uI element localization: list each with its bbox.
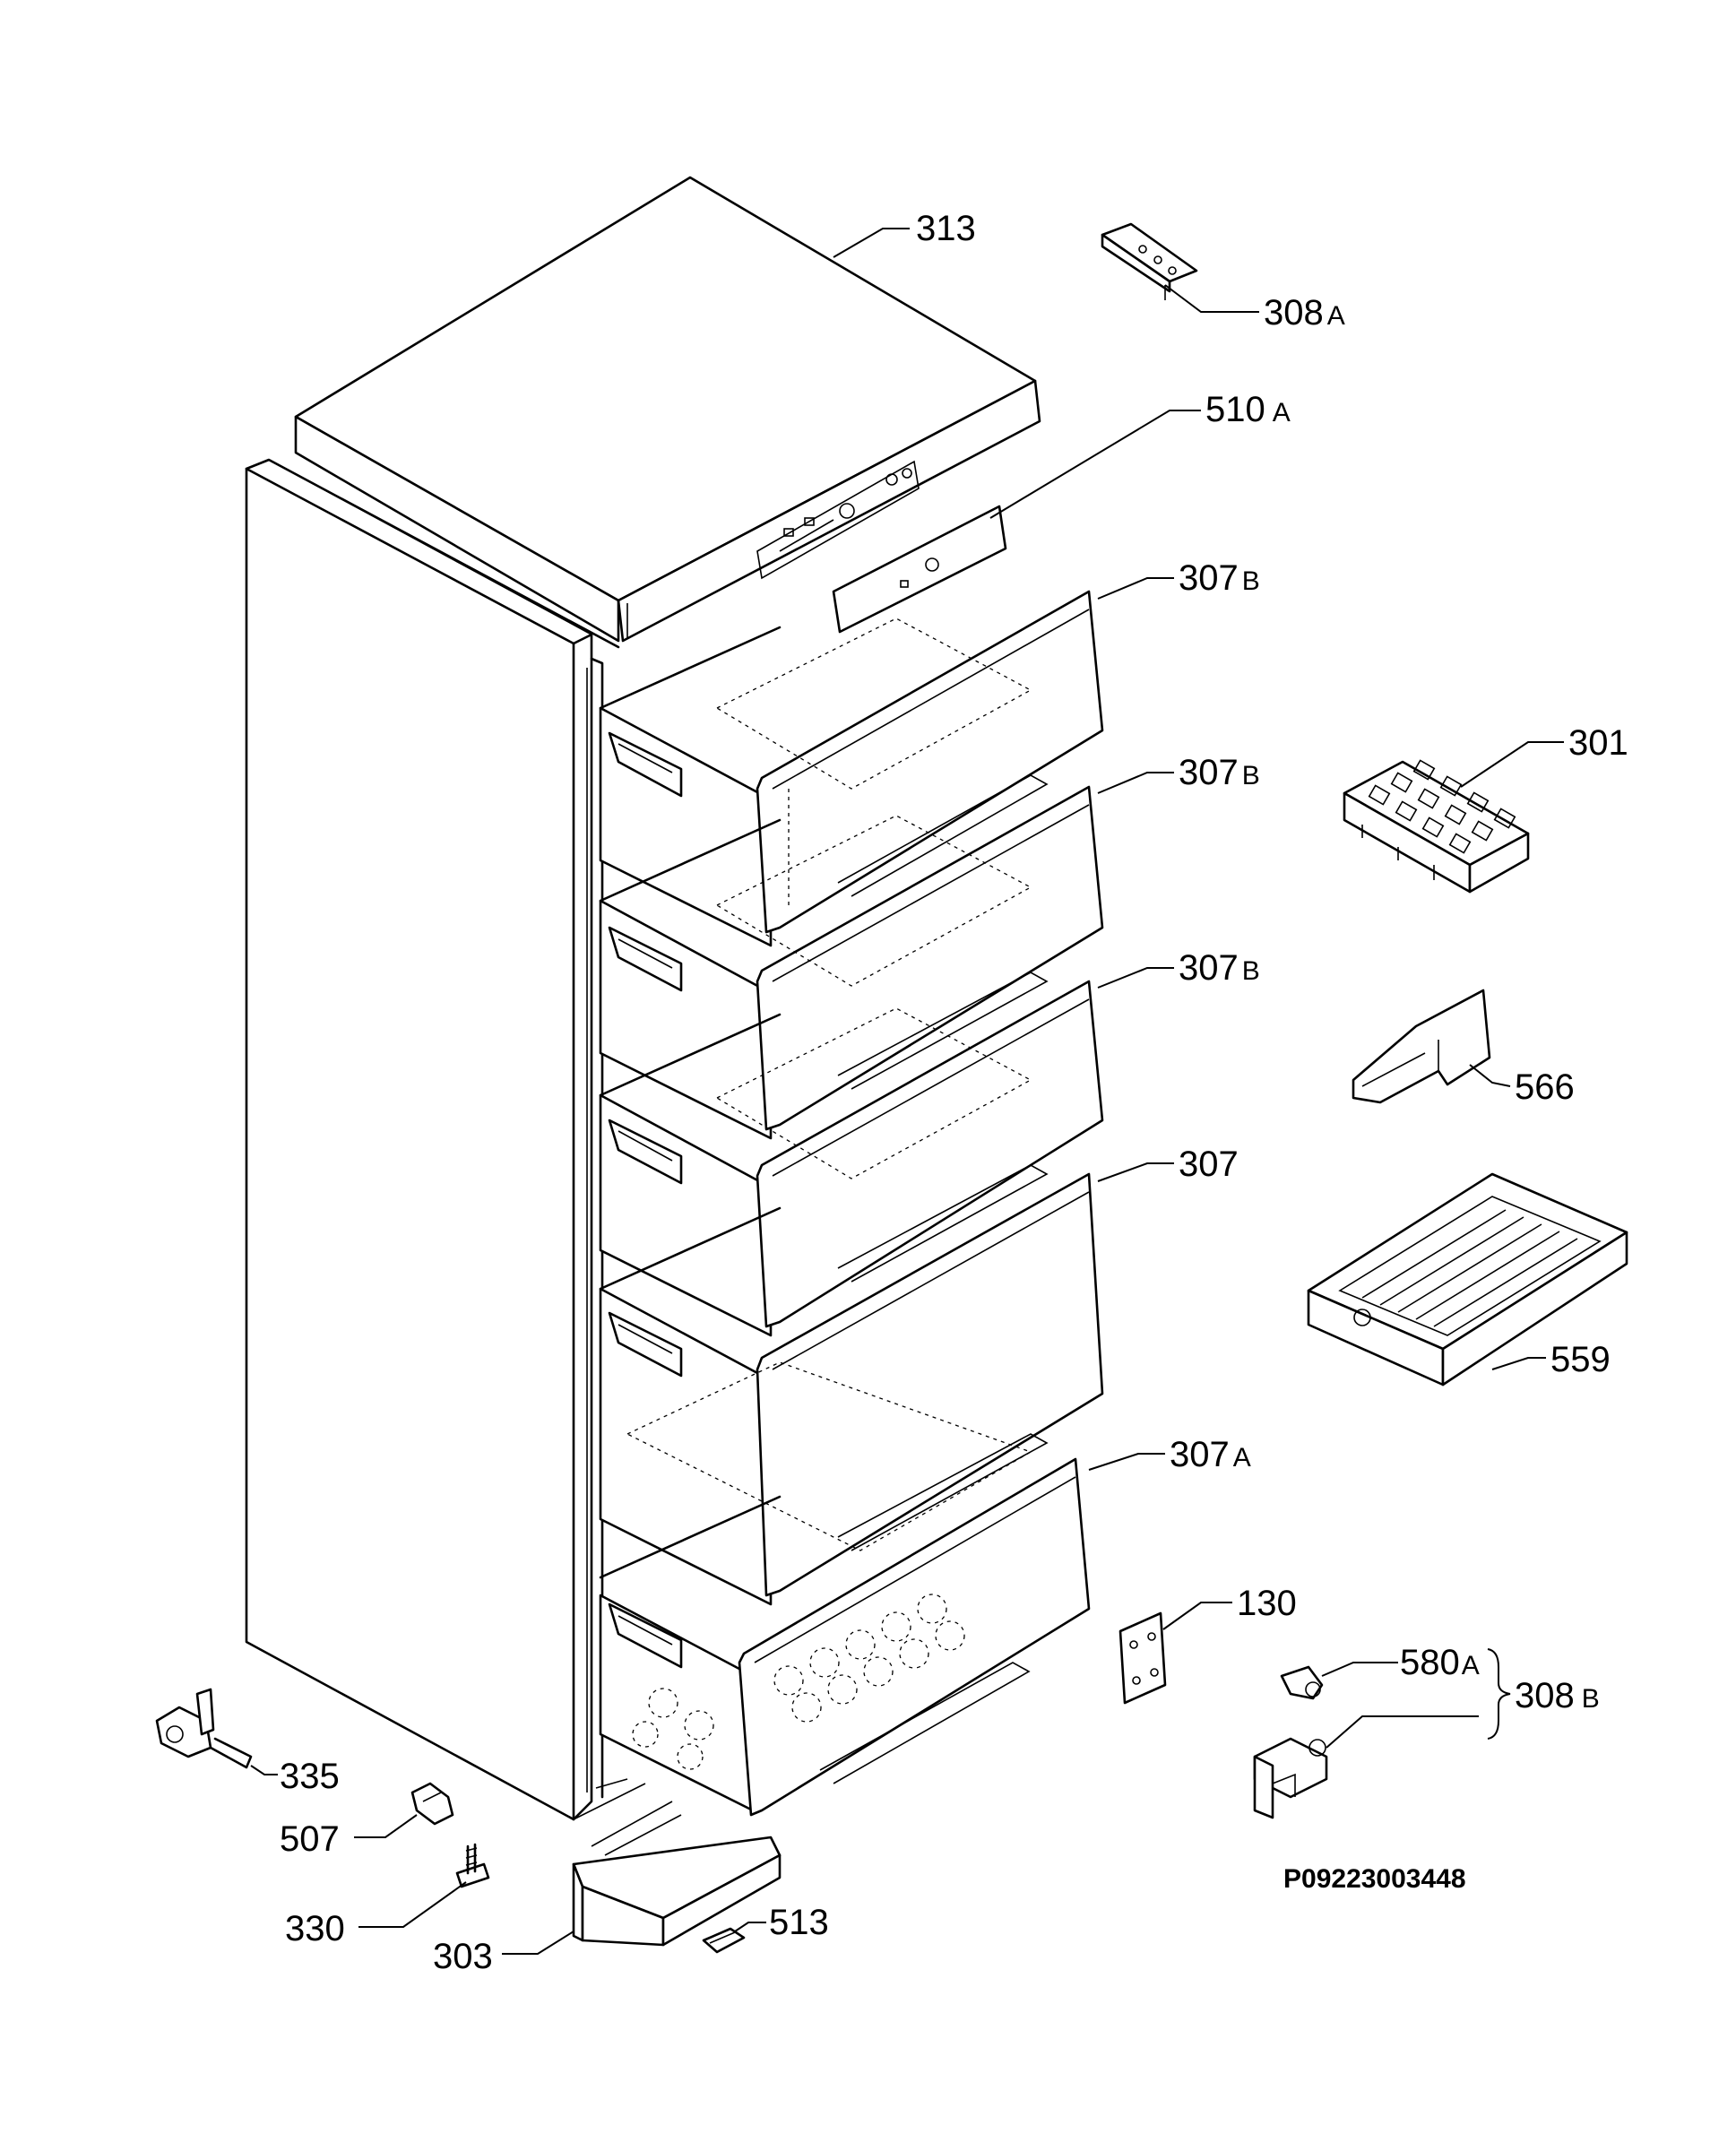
ice-scraper	[1352, 989, 1491, 1104]
drawing-code: P09223003448	[1283, 1864, 1466, 1894]
label-507: 507	[280, 1819, 340, 1859]
ice-cube-tray	[1343, 759, 1530, 894]
label-130: 130	[1237, 1584, 1297, 1623]
adjustable-foot-screw	[455, 1843, 490, 1888]
label-559: 559	[1550, 1340, 1611, 1379]
top-cover	[294, 176, 1041, 643]
control-panel	[832, 505, 1007, 634]
drawer-4-large	[599, 1172, 1104, 1606]
vent-clip	[702, 1927, 746, 1954]
label-301: 301	[1568, 723, 1628, 763]
drawer-5-bottom	[599, 1457, 1091, 1817]
plinth-kickplate	[572, 1801, 782, 1947]
foot-bracket	[155, 1688, 253, 1769]
leader-lines	[250, 228, 1564, 1955]
drawer-2	[599, 785, 1104, 1140]
drawer-3	[599, 980, 1104, 1337]
top-hinge	[1101, 222, 1198, 300]
bottom-hinge	[1253, 1737, 1328, 1819]
label-307: 307	[1179, 1145, 1239, 1184]
mounting-plate	[1118, 1611, 1167, 1705]
label-566: 566	[1515, 1067, 1575, 1107]
label-313: 313	[916, 209, 976, 248]
clip	[410, 1782, 454, 1826]
label-513: 513	[769, 1903, 829, 1942]
label-330: 330	[285, 1909, 345, 1948]
label-580a: 580A	[1400, 1643, 1480, 1682]
freezing-tray	[1307, 1172, 1628, 1386]
label-303: 303	[433, 1937, 493, 1976]
hinge-cap	[1280, 1665, 1324, 1700]
label-335: 335	[280, 1757, 340, 1796]
drawer-1	[599, 590, 1104, 947]
freezer-cabinet	[245, 458, 646, 1821]
